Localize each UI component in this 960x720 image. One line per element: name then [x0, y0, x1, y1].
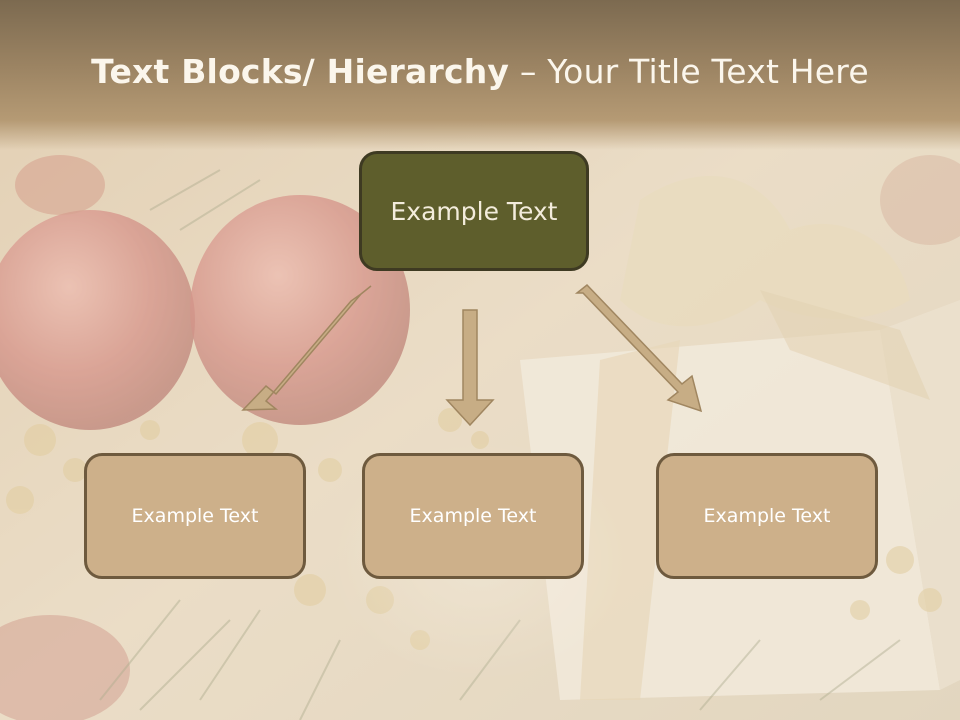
- red-ornament-top-left: [15, 155, 105, 215]
- top-text-block-label: Example Text: [390, 196, 558, 226]
- arrow-center: [445, 309, 495, 427]
- ribbon-bow: [620, 176, 910, 327]
- title-bold-part: Text Blocks/ Hierarchy: [91, 52, 510, 91]
- arrow-left: [241, 285, 372, 411]
- title-rest-part: – Your Title Text Here: [509, 52, 869, 91]
- red-ornament-center: [190, 195, 410, 425]
- child-text-block-label: Example Text: [131, 505, 259, 527]
- child-text-block-label: Example Text: [409, 505, 537, 527]
- child-text-block-left[interactable]: Example Text: [84, 453, 306, 579]
- child-text-block-label: Example Text: [703, 505, 831, 527]
- title-band: [0, 0, 960, 150]
- slide-title[interactable]: Text Blocks/ Hierarchy – Your Title Text…: [0, 52, 960, 91]
- top-text-block[interactable]: Example Text: [359, 151, 589, 271]
- child-text-block-center[interactable]: Example Text: [362, 453, 584, 579]
- red-ornament-left: [0, 210, 195, 430]
- red-ornament-bottom: [0, 615, 130, 720]
- child-text-block-right[interactable]: Example Text: [656, 453, 878, 579]
- arrow-right: [574, 283, 703, 413]
